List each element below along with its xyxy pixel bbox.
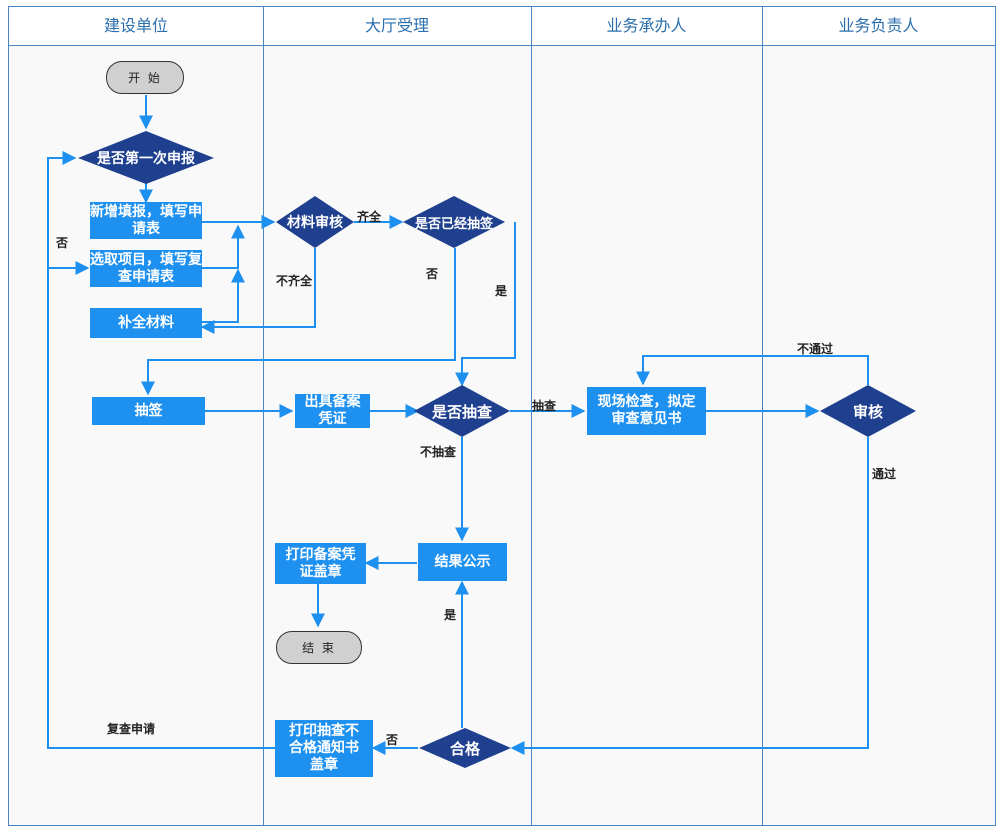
arrow-incomplete-to-supplement bbox=[200, 248, 316, 334]
decision-inspect bbox=[414, 385, 510, 437]
arrow-not-pass bbox=[636, 355, 869, 386]
process-issue-voucher: 出具备案凭证 bbox=[295, 394, 370, 428]
process-supplement: 补全材料 bbox=[90, 308, 202, 338]
process-draw-lots: 抽签 bbox=[92, 397, 205, 425]
edge-label-not-qualified: 否 bbox=[386, 733, 399, 747]
process-print-notice: 打印抽查不合格通知书盖章 bbox=[275, 720, 373, 777]
decision-material-review bbox=[276, 196, 354, 248]
decision-audit bbox=[820, 385, 916, 437]
lane-header-manager: 业务负责人 bbox=[762, 7, 995, 46]
lane-header-hall: 大厅受理 bbox=[263, 7, 531, 46]
process-site-check: 现场检查，拟定审查意见书 bbox=[587, 387, 706, 435]
arrow-supplement-up bbox=[202, 268, 245, 323]
process-new-fill: 新增填报，填写申请表 bbox=[90, 202, 202, 239]
edge-label-not-pass: 不通过 bbox=[797, 342, 834, 356]
decision-qualified bbox=[419, 728, 511, 768]
arrow-no-to-select bbox=[47, 158, 90, 275]
end-terminal: 结 束 bbox=[276, 631, 362, 664]
edge-label-not-signed: 否 bbox=[426, 267, 439, 281]
edge-label-no-inspect: 不抽查 bbox=[420, 445, 457, 459]
arrow-select-to-review bbox=[202, 224, 245, 269]
arrow-not-signed-to-draw bbox=[141, 248, 456, 396]
arrow-signed-to-inspect bbox=[455, 222, 516, 387]
edge-label-yes-qualified: 是 bbox=[444, 608, 457, 622]
edge-label-complete: 齐全 bbox=[357, 210, 382, 224]
edge-label-yes-signed: 是 bbox=[495, 284, 508, 298]
lane-divider bbox=[263, 7, 264, 825]
arrow-recheck-loop bbox=[47, 151, 275, 749]
decision-first-report bbox=[78, 131, 214, 184]
process-publish: 结果公示 bbox=[418, 543, 507, 581]
edge-label-no-first: 否 bbox=[56, 236, 69, 250]
process-select-item: 选取项目，填写复查申请表 bbox=[90, 250, 202, 287]
lane-divider bbox=[531, 7, 532, 825]
process-print-voucher: 打印备案凭证盖章 bbox=[275, 543, 366, 584]
decision-signed bbox=[403, 196, 505, 248]
lane-header-builder: 建设单位 bbox=[9, 7, 263, 46]
edge-label-incomplete: 不齐全 bbox=[276, 274, 313, 288]
edge-label-inspect: 抽查 bbox=[532, 399, 557, 413]
lane-divider bbox=[762, 7, 763, 825]
start-terminal: 开 始 bbox=[106, 61, 184, 94]
edge-label-recheck: 复查申请 bbox=[107, 722, 156, 736]
lane-header-handler: 业务承办人 bbox=[531, 7, 762, 46]
arrow-pass-to-qualified bbox=[510, 437, 869, 755]
edge-label-pass: 通过 bbox=[872, 467, 897, 481]
